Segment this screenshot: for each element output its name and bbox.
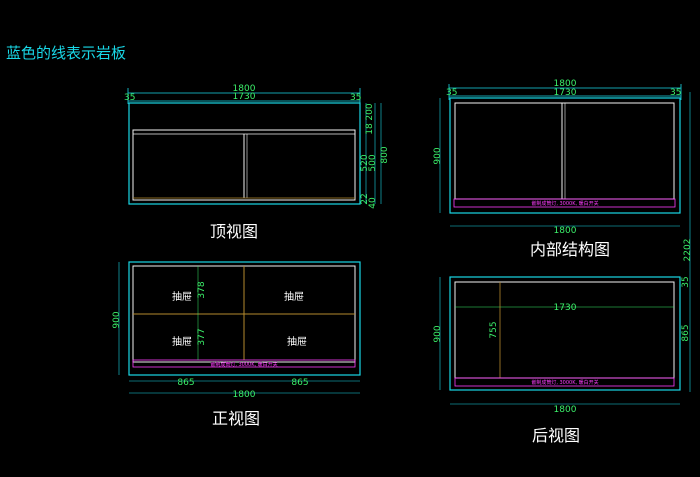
back-light-note: 嵌制成筒灯, 3000K, 暖白开关 (531, 379, 598, 386)
back-dim-inner: 1730 (554, 303, 577, 313)
front-view-caption: 正视图 (212, 409, 261, 428)
front-dim-height: 900 (112, 311, 122, 328)
back-slab-outline (449, 276, 681, 391)
top-dim-side-left: 35 (124, 93, 135, 103)
front-drawer-1: 抽屉 (172, 290, 192, 303)
internal-dim-bottom: 1800 (554, 226, 577, 236)
back-dim-side: 35 (681, 276, 691, 287)
top-dim-v1: 200 (365, 103, 375, 120)
front-dim-w-right: 865 (291, 378, 308, 388)
internal-cabinet-outline (454, 102, 675, 200)
top-slab-outline (128, 102, 361, 205)
back-dim-right-h: 865 (681, 324, 691, 341)
back-dim-inner-h: 755 (489, 321, 499, 338)
top-dim-v2: 18 (365, 123, 375, 135)
back-view: 900 1730 755 嵌制成筒灯, 3000K, 暖白开关 35 865 1… (433, 276, 691, 415)
internal-dim-side-left: 35 (446, 88, 457, 98)
front-dim-d2: 377 (197, 328, 207, 345)
front-drawer-2: 抽屉 (284, 290, 304, 303)
header-note: 蓝色的线表示岩板 (6, 44, 127, 62)
internal-dim-height: 900 (433, 147, 443, 164)
front-drawer-4: 抽屉 (287, 335, 307, 348)
front-dim-overall: 1800 (233, 390, 256, 400)
internal-dim-side-right: 35 (670, 88, 681, 98)
top-dim-v5: 500 (368, 154, 378, 171)
back-view-caption: 后视图 (532, 426, 581, 445)
internal-dim-overall: 1800 (554, 79, 577, 89)
back-dim-overall: 1800 (554, 405, 577, 415)
internal-view: 1800 1730 35 35 嵌制成筒灯, 3000K, 暖白开关 900 1… (433, 79, 693, 392)
top-dim-inner: 1730 (233, 92, 256, 102)
top-dim-side-right: 35 (350, 93, 361, 103)
front-dim-d1: 378 (197, 281, 207, 298)
top-dim-overall: 1800 (233, 84, 256, 94)
front-dim-w-left: 865 (177, 378, 194, 388)
internal-dim-tall: 2202 (683, 239, 693, 262)
internal-dim-inner: 1730 (554, 88, 577, 98)
top-dim-v4: 520 (360, 154, 370, 171)
top-view: 1800 1730 35 35 200 18 800 520 500 22 40 (124, 84, 390, 209)
top-dim-v7: 40 (368, 197, 378, 209)
back-dim-height: 900 (433, 325, 443, 342)
front-view: 900 嵌制成筒灯, 3000K, 暖白开关 抽屉 抽屉 抽屉 抽屉 378 3… (112, 261, 361, 400)
front-light-note: 嵌制成筒灯, 3000K, 暖白开关 (210, 361, 277, 368)
internal-light-note: 嵌制成筒灯, 3000K, 暖白开关 (531, 200, 598, 207)
top-dim-v6: 22 (360, 193, 370, 204)
internal-slab-outline (449, 97, 681, 214)
top-view-caption: 顶视图 (210, 222, 259, 241)
top-dim-v3: 800 (380, 146, 390, 163)
back-cabinet-outline (454, 281, 675, 379)
front-slab-outline (128, 261, 361, 376)
front-drawer-3: 抽屉 (172, 335, 192, 348)
internal-view-caption: 内部结构图 (530, 240, 611, 259)
top-cabinet-outline (132, 129, 356, 201)
